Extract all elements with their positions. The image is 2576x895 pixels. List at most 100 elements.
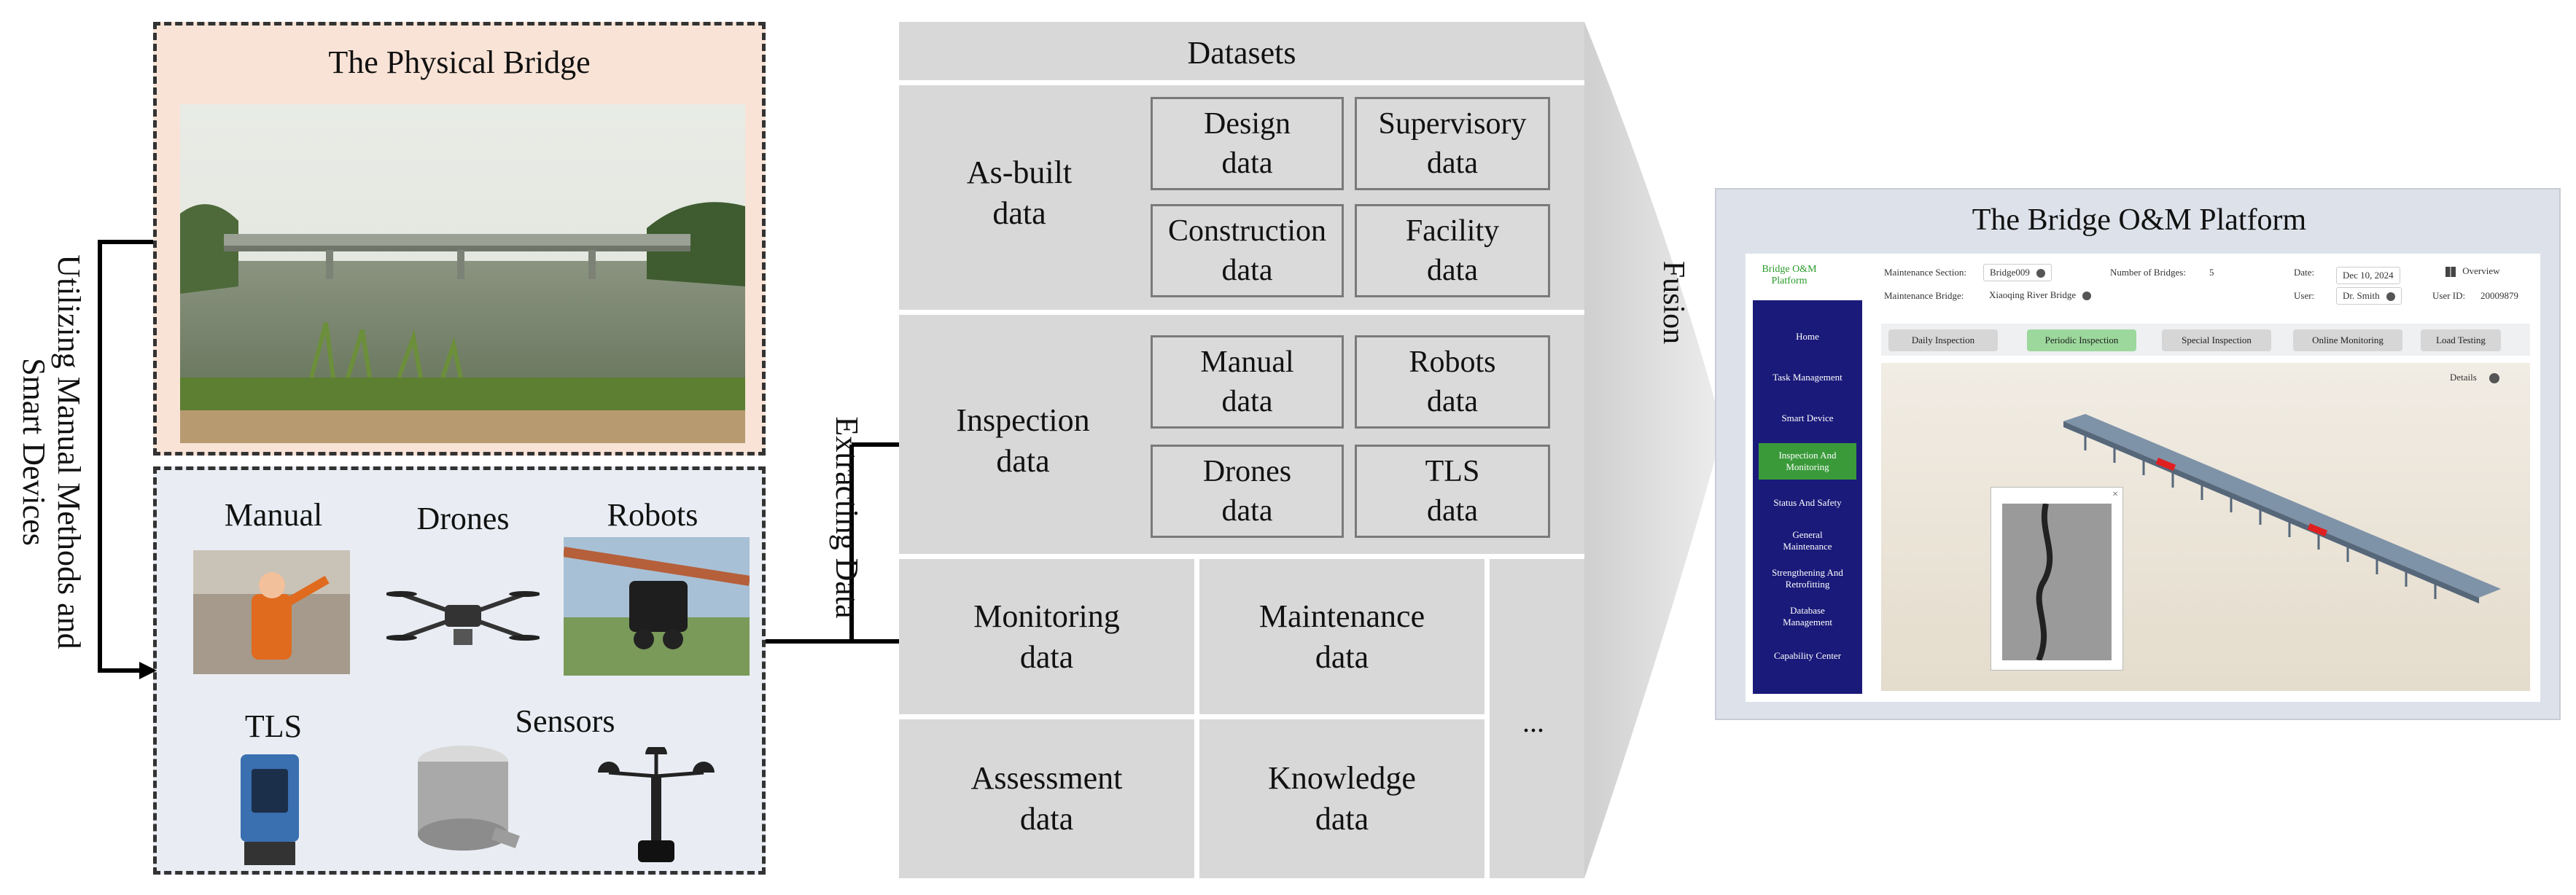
- maint-section-select[interactable]: Bridge009: [1983, 264, 2052, 281]
- divider: [899, 80, 1584, 85]
- crack-detail-popup[interactable]: ×: [1991, 487, 2123, 671]
- menu-item-status-safety[interactable]: Status And Safety: [1773, 497, 1842, 508]
- user-value: Dr. Smith: [2343, 290, 2380, 301]
- label-sensors: Sensors: [515, 703, 615, 739]
- box-line2: data: [1427, 146, 1478, 180]
- side-label-text: Utilizing Manual Methods and Smart Devic…: [15, 248, 87, 656]
- details-label: Details: [2450, 372, 2477, 383]
- user-select[interactable]: Dr. Smith: [2336, 287, 2402, 305]
- bridge-3d-viewer[interactable]: Details ×: [1881, 363, 2530, 691]
- supervisory-data-box: Supervisory data: [1355, 97, 1550, 190]
- box-line1: Manual: [1200, 345, 1294, 379]
- side-label-line1: Utilizing Manual Methods and: [51, 254, 87, 649]
- maint-section-value: Bridge009: [1990, 267, 2030, 278]
- label-manual: Manual: [224, 497, 323, 533]
- inspection-line2: data: [996, 443, 1050, 479]
- box-line1: Facility: [1405, 214, 1500, 248]
- details-button[interactable]: Details: [2450, 372, 2500, 384]
- date-value: Dec 10, 2024: [2336, 267, 2400, 284]
- inspection-label: Inspection data: [939, 397, 1107, 485]
- box-line1: Robots: [1409, 345, 1496, 379]
- overview-label: Overview: [2462, 265, 2500, 276]
- close-icon[interactable]: ×: [2112, 489, 2118, 500]
- cell-line1: Monitoring: [973, 598, 1120, 634]
- platform-logo: Bridge O&M Platform: [1753, 261, 1826, 290]
- box-line2: data: [1427, 385, 1478, 418]
- menu-item-capability-center[interactable]: Capability Center: [1773, 650, 1842, 661]
- facility-data-box: Facility data: [1355, 204, 1550, 297]
- label-tls: TLS: [244, 708, 303, 744]
- logo-line2: Platform: [1771, 275, 1808, 286]
- box-line1: Supervisory: [1378, 107, 1527, 141]
- cell-line2: data: [1019, 801, 1074, 837]
- bridge-3d-model: [2063, 414, 2501, 603]
- drone-image: [386, 591, 540, 645]
- settings-icon: [2489, 373, 2500, 384]
- maint-section-label: Maintenance Section:: [1884, 267, 1966, 278]
- cell-line1: Knowledge: [1268, 760, 1416, 796]
- tab-special-inspection[interactable]: Special Inspection: [2162, 329, 2271, 351]
- box-line2: data: [1427, 254, 1478, 287]
- extracting-data-label: Extracting Data: [829, 416, 865, 619]
- robot-image: [564, 537, 750, 676]
- tls-scanner-image: [241, 754, 299, 865]
- datasets-panel: Datasets As-built data Design data Super…: [899, 22, 1584, 878]
- divider: [899, 554, 1584, 559]
- divider: [899, 714, 1484, 719]
- maintenance-data-cell: Maintenance data: [1199, 559, 1484, 714]
- more-ellipsis: ...: [1522, 705, 1544, 738]
- design-data-box: Design data: [1151, 97, 1344, 190]
- chevron-down-icon: [2036, 269, 2046, 278]
- box-line1: TLS: [1425, 455, 1480, 488]
- logo-line1: Bridge O&M: [1762, 264, 1817, 275]
- asbuilt-line1: As-built: [966, 155, 1073, 190]
- tls-data-box: TLS data: [1355, 445, 1550, 538]
- grid-icon: [2445, 267, 2456, 278]
- label-drones: Drones: [416, 501, 510, 536]
- box-line2: data: [1221, 254, 1273, 287]
- divider: [1484, 559, 1490, 878]
- date-label: Date:: [2294, 267, 2315, 278]
- overview-button[interactable]: Overview: [2445, 265, 2500, 278]
- menu-item-strengthening[interactable]: Strengthening And Retrofitting: [1772, 567, 1843, 590]
- menu-item-general-maintenance[interactable]: General Maintenance: [1783, 529, 1832, 552]
- maint-bridge-select[interactable]: Xiaoqing River Bridge: [1983, 287, 2097, 303]
- box-line2: data: [1221, 385, 1273, 418]
- box-line2: data: [1427, 494, 1478, 528]
- cell-line2: data: [1315, 638, 1369, 675]
- anemometer-image: [598, 747, 715, 862]
- box-line1: Design: [1204, 107, 1291, 141]
- maint-bridge-value: Xiaoqing River Bridge: [1989, 289, 2077, 300]
- cell-line1: Assessment: [970, 760, 1123, 796]
- tab-bar: Daily Inspection Periodic Inspection Spe…: [1881, 324, 2530, 356]
- left-bracket-arrow: [98, 240, 157, 679]
- construction-data-box: Construction data: [1151, 204, 1344, 297]
- drones-data-box: Drones data: [1151, 445, 1344, 538]
- chevron-down-icon: [2082, 292, 2092, 301]
- divider: [899, 310, 1584, 315]
- asbuilt-line2: data: [992, 195, 1046, 231]
- menu-item-task-management[interactable]: Task Management: [1773, 372, 1842, 383]
- platform-sidebar: Home Task Management Smart Device Inspec…: [1753, 300, 1862, 694]
- menu-item-smart-device[interactable]: Smart Device: [1781, 413, 1834, 423]
- tab-load-testing[interactable]: Load Testing: [2421, 329, 2501, 351]
- manual-data-box: Manual data: [1151, 335, 1344, 429]
- assessment-data-cell: Assessment data: [899, 719, 1194, 878]
- robots-data-box: Robots data: [1355, 335, 1550, 429]
- datasets-title: Datasets: [1187, 34, 1296, 71]
- platform-title: The Bridge O&M Platform: [1972, 203, 2307, 237]
- cell-line2: data: [1019, 638, 1074, 675]
- menu-item-database[interactable]: Database Management: [1783, 605, 1832, 628]
- menu-item-home[interactable]: Home: [1796, 331, 1819, 342]
- maint-bridge-label: Maintenance Bridge:: [1884, 290, 1964, 301]
- tab-periodic-inspection[interactable]: Periodic Inspection: [2027, 329, 2136, 351]
- side-label-line2: Smart Devices: [16, 358, 52, 546]
- label-robots: Robots: [607, 497, 699, 533]
- asbuilt-label: As-built data: [935, 149, 1103, 237]
- crack-image: [2002, 504, 2112, 660]
- user-label: User:: [2294, 290, 2315, 301]
- tab-online-monitoring[interactable]: Online Monitoring: [2293, 329, 2402, 351]
- tab-daily-inspection[interactable]: Daily Inspection: [1888, 329, 1998, 351]
- menu-item-inspection-monitoring[interactable]: Inspection And Monitoring: [1759, 443, 1856, 480]
- fusion-funnel: [1584, 22, 1723, 878]
